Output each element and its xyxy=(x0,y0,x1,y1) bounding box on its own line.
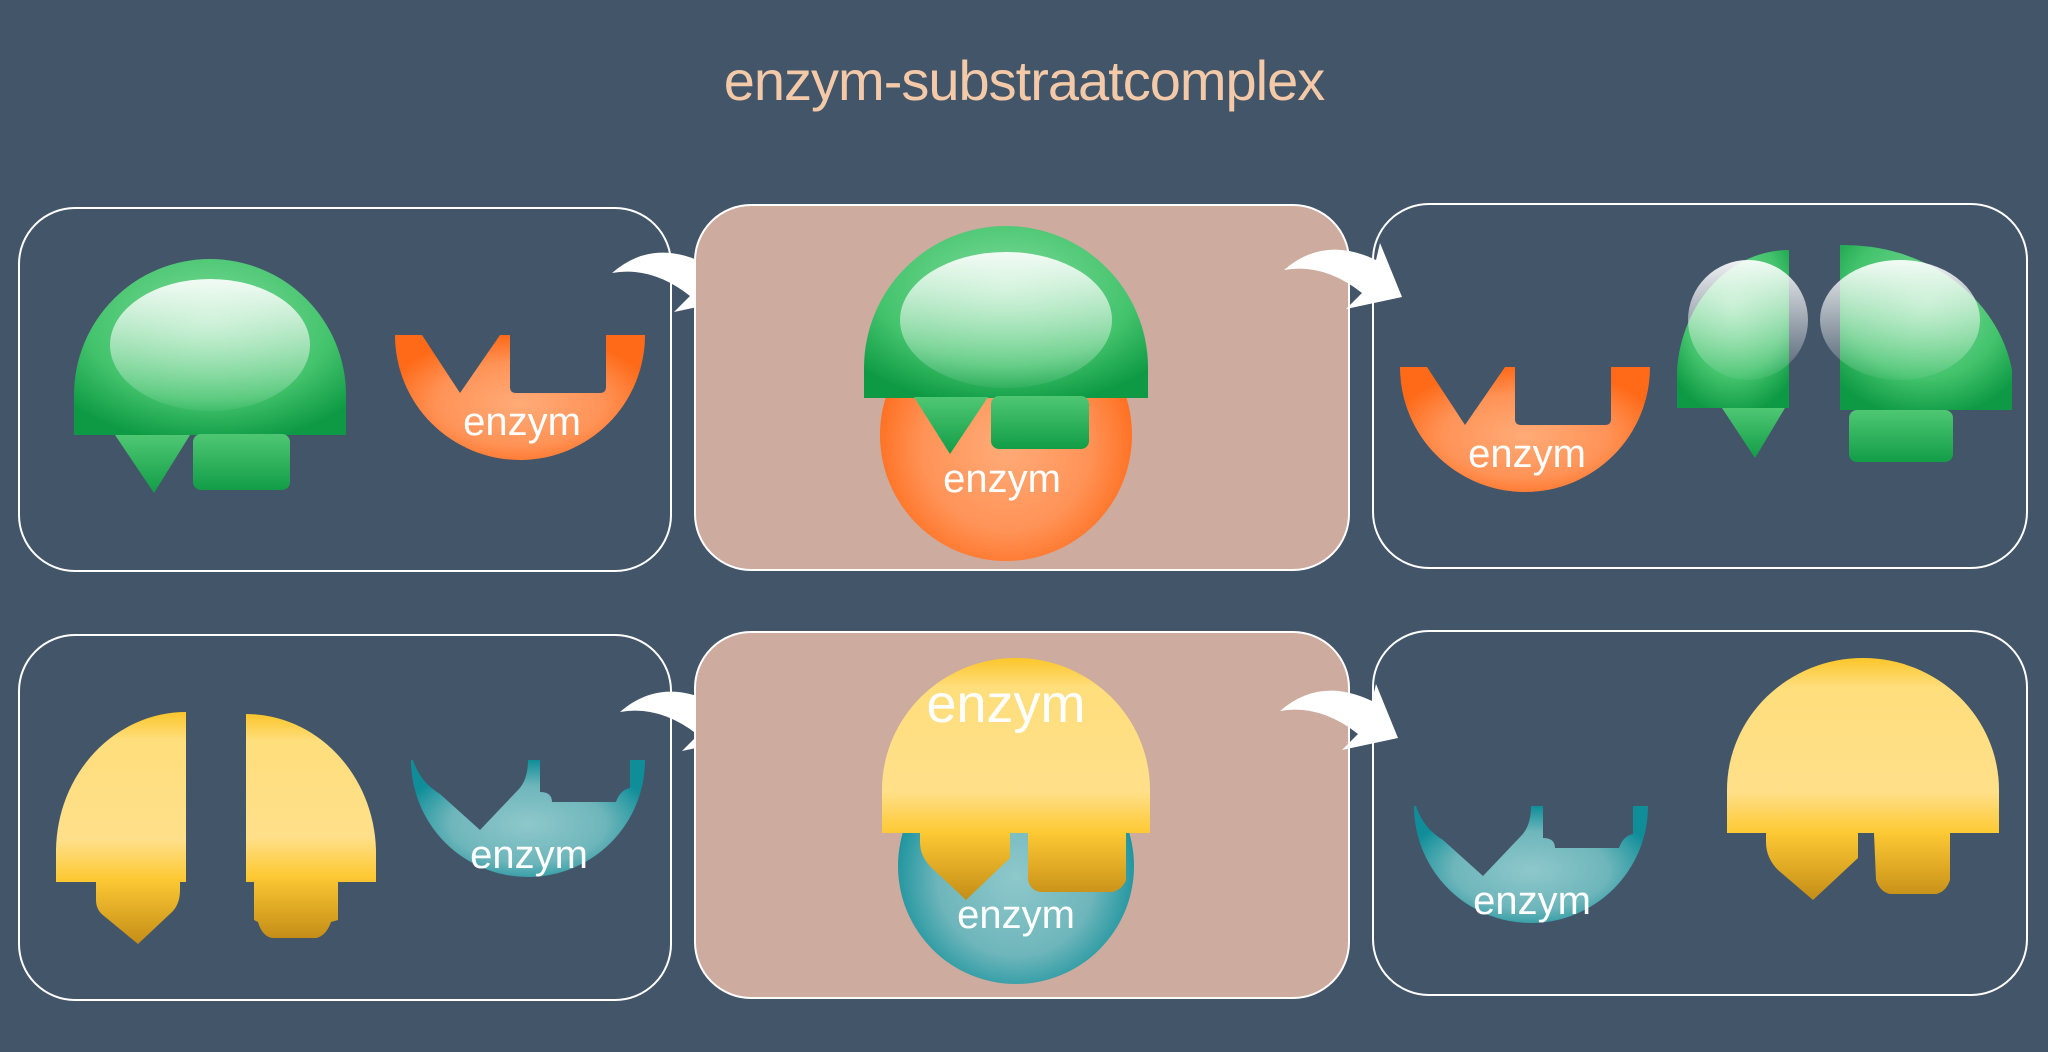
yellow-substrate: enzym xyxy=(882,658,1150,900)
enzyme-label: enzym xyxy=(463,400,581,444)
orange-enzyme: enzym xyxy=(395,335,645,460)
panel-products xyxy=(1372,203,2028,569)
yellow-substrate-left xyxy=(56,712,186,944)
green-substrate xyxy=(74,259,346,493)
yellow-substrate xyxy=(1727,658,1999,900)
enzyme-label: enzym xyxy=(1473,879,1591,923)
row-1: enzym enzym enzym xyxy=(18,203,2028,572)
enzyme-substrate-complex: enzym xyxy=(864,226,1148,561)
row-2: enzym enzym enzym enzym xyxy=(18,630,2028,1001)
teal-enzyme: enzym xyxy=(411,760,645,877)
teal-enzyme: enzym xyxy=(1414,806,1648,923)
enzyme-label: enzym xyxy=(943,457,1061,501)
yellow-substrate-right xyxy=(246,714,376,938)
panel-substrate-enzyme xyxy=(18,634,672,1001)
enzyme-label: enzym xyxy=(1468,432,1586,476)
green-product-right xyxy=(1820,244,2012,462)
diagram-title: enzym-substraatcomplex xyxy=(723,49,1325,112)
enzyme-label: enzym xyxy=(926,674,1085,734)
enzyme-substrate-complex: enzym enzym xyxy=(882,658,1150,984)
green-substrate xyxy=(864,226,1148,454)
green-product-left xyxy=(1677,249,1808,458)
panel-products xyxy=(1372,630,2028,996)
panel-substrate-enzyme xyxy=(18,207,672,572)
enzyme-label: enzym xyxy=(957,893,1075,937)
orange-enzyme: enzym xyxy=(1400,367,1650,492)
enzyme-label: enzym xyxy=(470,833,588,877)
